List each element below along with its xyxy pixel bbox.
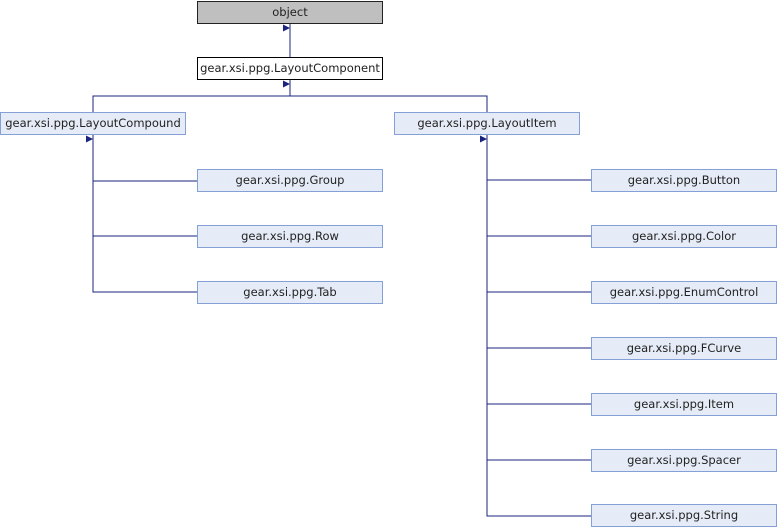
node-item[interactable]: gear.xsi.ppg.Item bbox=[591, 393, 777, 416]
node-layout-item[interactable]: gear.xsi.ppg.LayoutItem bbox=[394, 112, 580, 135]
node-spacer[interactable]: gear.xsi.ppg.Spacer bbox=[591, 449, 777, 472]
edge-children-layoutcompound bbox=[93, 135, 197, 293]
node-layout-component: gear.xsi.ppg.LayoutComponent bbox=[197, 57, 383, 80]
node-row[interactable]: gear.xsi.ppg.Row bbox=[197, 225, 383, 248]
node-color[interactable]: gear.xsi.ppg.Color bbox=[591, 225, 777, 248]
edge-layoutitem-layoutcomponent bbox=[290, 95, 488, 112]
edge-layoutcompound-layoutcomponent bbox=[92, 95, 290, 112]
node-enum-control[interactable]: gear.xsi.ppg.EnumControl bbox=[591, 281, 777, 304]
node-tab[interactable]: gear.xsi.ppg.Tab bbox=[197, 281, 383, 304]
node-layout-compound[interactable]: gear.xsi.ppg.LayoutCompound bbox=[0, 112, 186, 135]
node-button[interactable]: gear.xsi.ppg.Button bbox=[591, 169, 777, 192]
node-object: object bbox=[197, 1, 383, 24]
edge-children-layoutitem bbox=[487, 135, 591, 517]
node-group[interactable]: gear.xsi.ppg.Group bbox=[197, 169, 383, 192]
node-fcurve[interactable]: gear.xsi.ppg.FCurve bbox=[591, 337, 777, 360]
node-string[interactable]: gear.xsi.ppg.String bbox=[591, 504, 777, 527]
